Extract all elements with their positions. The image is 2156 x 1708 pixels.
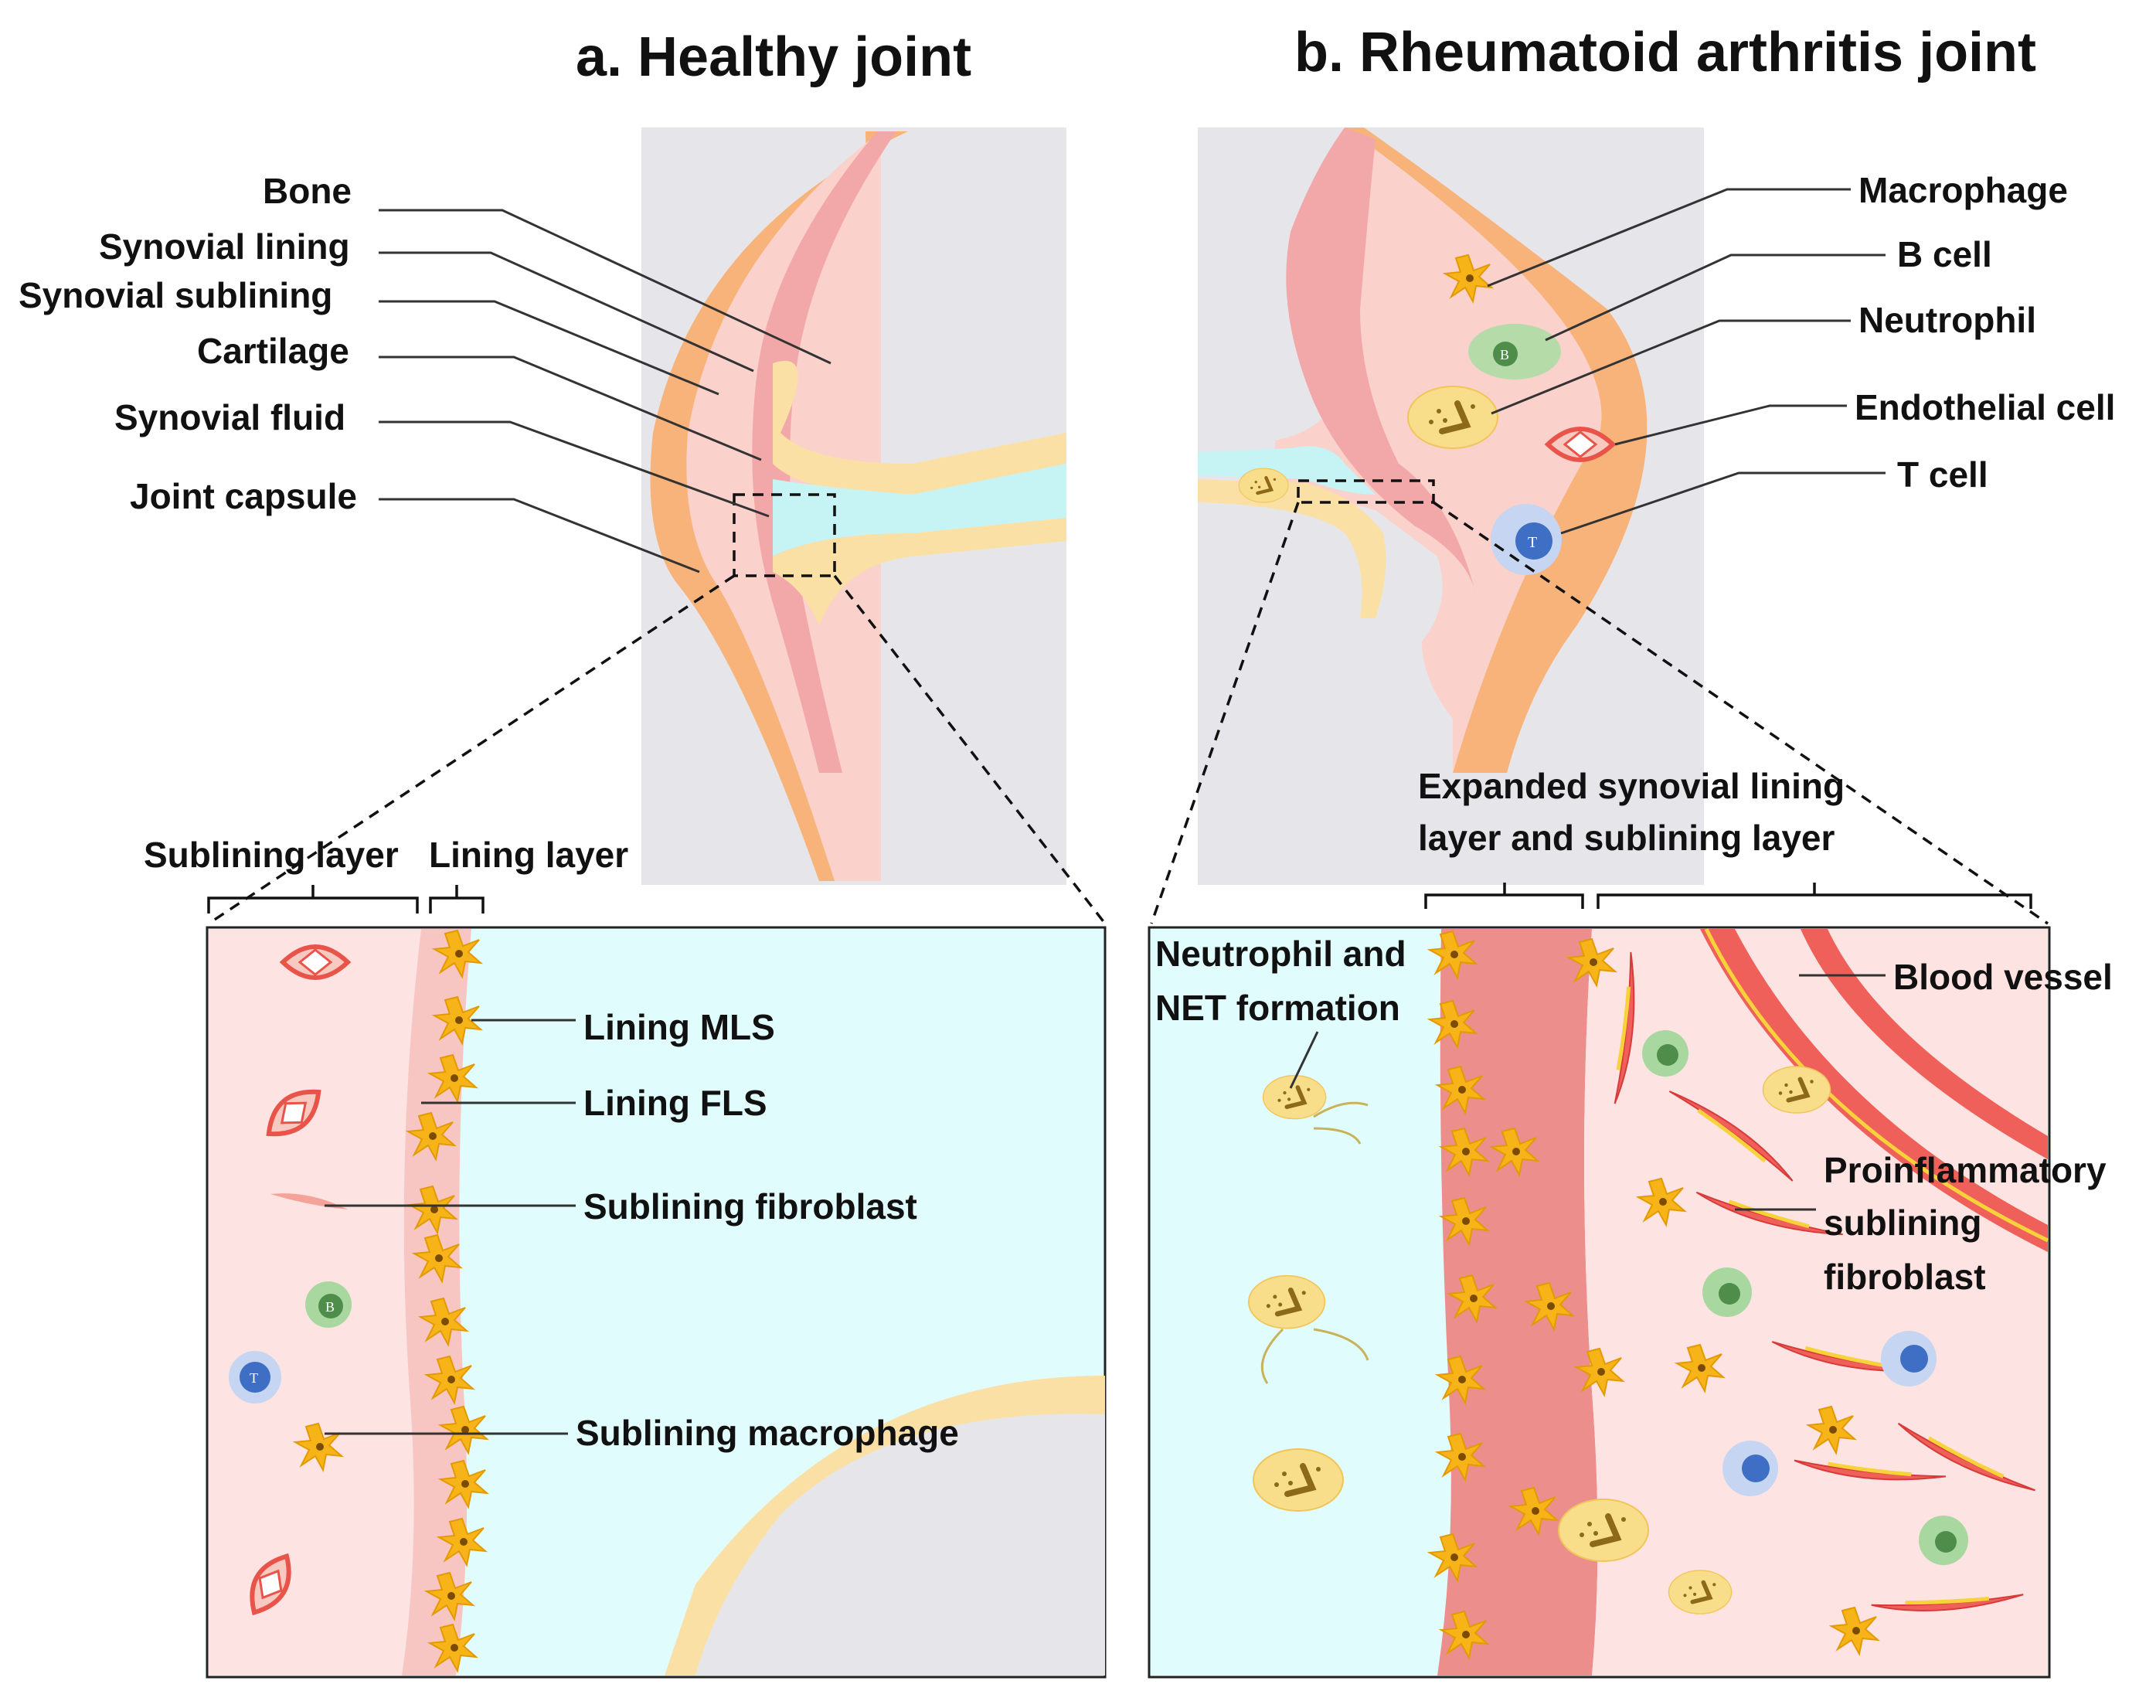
label-bone: Bone bbox=[263, 171, 352, 211]
label-macrophage: Macrophage bbox=[1858, 170, 2068, 210]
label-joint-capsule: Joint capsule bbox=[130, 476, 357, 516]
label-sublining-fibroblast: Sublining fibroblast bbox=[583, 1186, 917, 1227]
ra-t-cell-mark: T bbox=[1528, 534, 1537, 551]
leader-joint-capsule bbox=[379, 498, 700, 573]
panel-b-title: b. Rheumatoid arthritis joint bbox=[1294, 22, 2036, 83]
label-net-line1: Neutrophil and bbox=[1155, 934, 1406, 974]
zoom-line-b-right bbox=[1433, 501, 2049, 925]
zoom-line-a-left bbox=[208, 574, 735, 925]
label-proinflam-line3: fibroblast bbox=[1824, 1257, 1986, 1297]
ra-zoom-labels: Neutrophil and NET formation Blood vesse… bbox=[1155, 934, 2113, 1297]
bracket-expanded-lining bbox=[1424, 883, 1584, 909]
label-sublining-layer: Sublining layer bbox=[144, 835, 399, 875]
ra-labels: Macrophage B cell Neutrophil Endothelial… bbox=[1487, 170, 2115, 535]
label-proinflam-line2: sublining bbox=[1824, 1203, 1981, 1243]
label-blood-vessel: Blood vessel bbox=[1893, 957, 2113, 997]
healthy-labels: Bone Synovial lining Synovial sublining … bbox=[19, 171, 831, 573]
label-lining-mls: Lining MLS bbox=[583, 1007, 775, 1047]
healthy-b-cell-mark: B bbox=[325, 1299, 335, 1315]
leader-synovial-lining bbox=[379, 251, 754, 373]
label-b-cell: B cell bbox=[1897, 234, 1992, 274]
healthy-zoom-labels: Lining MLS Lining FLS Sublining fibrobla… bbox=[325, 1007, 959, 1453]
leader-macrophage bbox=[1487, 188, 1851, 288]
leader-t-cell bbox=[1560, 471, 1886, 535]
label-endothelial-cell: Endothelial cell bbox=[1855, 387, 2115, 427]
bracket-sublining-layer bbox=[207, 885, 419, 914]
leader-synovial-fluid bbox=[379, 420, 770, 518]
bracket-expanded-sublining bbox=[1597, 883, 2032, 909]
label-expanded-line2: layer and sublining layer bbox=[1418, 818, 1835, 858]
leader-neutrophil bbox=[1491, 319, 1851, 415]
leader-synovial-sublining bbox=[379, 300, 719, 396]
label-neutrophil: Neutrophil bbox=[1858, 300, 2036, 340]
zoom-line-b-left bbox=[1150, 502, 1300, 924]
panel-a-title: a. Healthy joint bbox=[576, 26, 971, 88]
ra-joint-illustration: B T bbox=[1198, 128, 1704, 885]
leader-net-formation bbox=[1289, 1031, 1319, 1089]
label-proinflam-line1: Proinflammatory bbox=[1824, 1150, 2107, 1190]
leader-cartilage bbox=[379, 356, 762, 461]
healthy-joint-illustration bbox=[641, 128, 1066, 885]
label-expanded-line1: Expanded synovial lining bbox=[1418, 766, 1845, 806]
leader-bone bbox=[379, 209, 831, 365]
label-sublining-macrophage: Sublining macrophage bbox=[576, 1413, 959, 1453]
label-synovial-fluid: Synovial fluid bbox=[114, 397, 345, 437]
label-cartilage: Cartilage bbox=[197, 331, 349, 371]
label-synovial-sublining: Synovial sublining bbox=[19, 275, 332, 315]
label-synovial-lining: Synovial lining bbox=[99, 226, 350, 267]
healthy-zoom-panel: B T bbox=[206, 926, 1107, 1679]
label-lining-layer: Lining layer bbox=[429, 835, 628, 875]
ra-zoom-panel bbox=[1148, 926, 2051, 1679]
leader-endothelial-cell bbox=[1614, 404, 1847, 446]
label-lining-fls: Lining FLS bbox=[583, 1083, 767, 1123]
bracket-lining-layer bbox=[429, 885, 485, 914]
healthy-t-cell-mark: T bbox=[250, 1370, 258, 1386]
label-t-cell: T cell bbox=[1897, 454, 1988, 495]
leader-b-cell bbox=[1545, 253, 1886, 342]
label-net-line2: NET formation bbox=[1155, 988, 1400, 1028]
ra-b-cell-mark: B bbox=[1500, 347, 1509, 362]
